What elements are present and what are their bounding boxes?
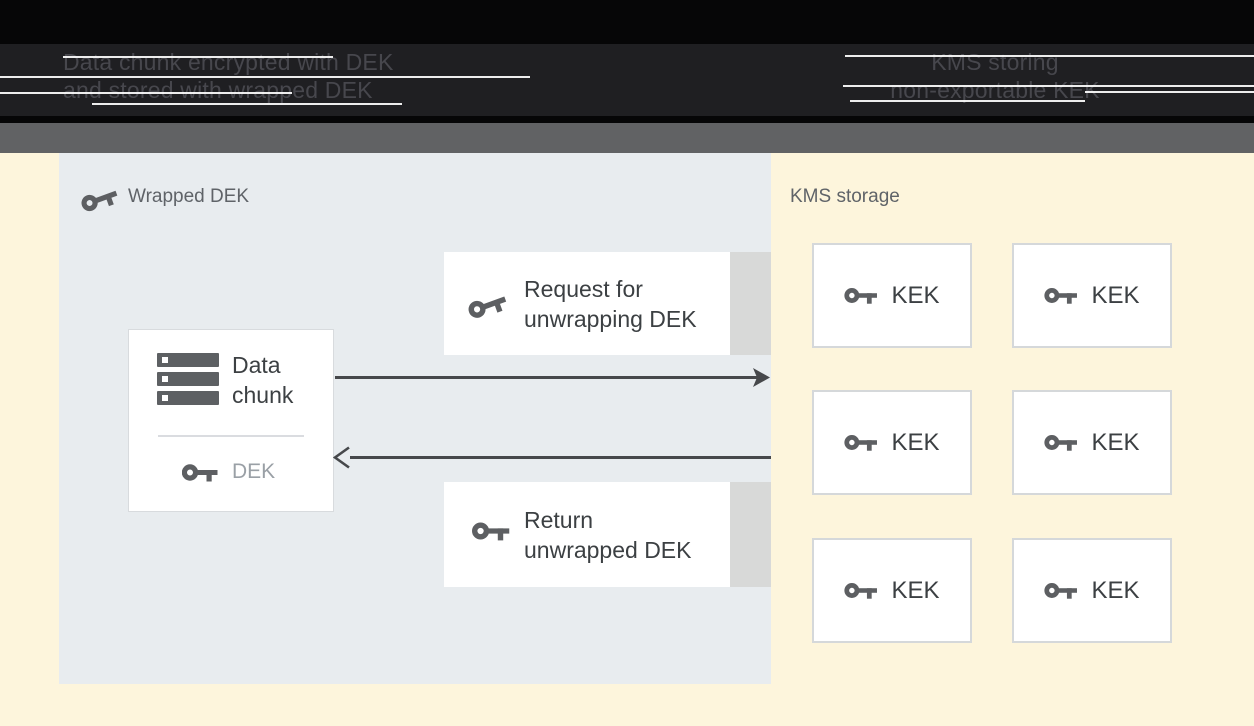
kek-box: KEK [812, 390, 972, 495]
caption-line: Data chunk encrypted with DEK [63, 49, 394, 75]
kek-label: KEK [1091, 428, 1140, 456]
return-unwrap-label: Return unwrapped DEK [524, 507, 692, 563]
box-divider [158, 435, 304, 437]
wrapped-dek-label: Wrapped DEK [128, 186, 250, 207]
key-icon [1044, 583, 1078, 599]
artifact-hairline [845, 55, 1254, 57]
kek-box: KEK [1012, 243, 1172, 348]
key-icon [1044, 288, 1078, 304]
key-icon [844, 583, 878, 599]
key-icon [181, 461, 218, 489]
artifact-hairline [63, 56, 333, 58]
return-unwrap-box: Return unwrapped DEK [444, 482, 730, 587]
wrapped-dek-panel: Wrapped DEK Data chunk [59, 153, 771, 684]
caption-line: and stored with wrapped DEK [63, 77, 373, 103]
tilted-key-icon [79, 176, 121, 221]
kek-box: KEK [812, 243, 972, 348]
gray-divider-band [0, 123, 1254, 153]
caption-data-chunk: Data chunk encrypted with DEK and stored… [63, 48, 394, 104]
data-chunk-box: Data chunk DEK [128, 329, 334, 512]
arrowhead-left-icon [332, 446, 351, 474]
kek-label: KEK [891, 428, 940, 456]
kek-label: KEK [891, 281, 940, 309]
box-side-strip [730, 482, 771, 587]
caption-line: KMS storing [931, 49, 1059, 75]
kek-box: KEK [1012, 538, 1172, 643]
return-arrow-line [350, 456, 771, 459]
kek-box: KEK [1012, 390, 1172, 495]
arrowhead-right-icon [753, 368, 771, 392]
artifact-hairline [92, 103, 402, 105]
kek-label: KEK [1091, 281, 1140, 309]
key-icon [1044, 435, 1078, 451]
server-stack-icon [157, 353, 219, 410]
artifact-hairline [0, 92, 292, 94]
artifact-hairline [850, 100, 1085, 102]
dek-label: DEK [232, 460, 276, 483]
key-icon [844, 288, 878, 304]
header-area: Data chunk encrypted with DEK and stored… [0, 0, 1254, 123]
kek-box: KEK [812, 538, 972, 643]
caption-line: non-exportable KEK [890, 77, 1100, 103]
kms-storage-label: KMS storage [790, 186, 900, 207]
caption-kms-storing: KMS storing non-exportable KEK [845, 48, 1145, 104]
data-chunk-label: Data chunk [232, 352, 294, 408]
artifact-hairline [843, 85, 1254, 87]
key-icon [472, 519, 510, 548]
request-arrow-line [335, 376, 759, 379]
kek-label: KEK [1091, 576, 1140, 604]
tilted-key-icon [466, 281, 510, 328]
request-unwrap-label: Request for unwrapping DEK [524, 276, 697, 332]
box-side-strip [730, 252, 771, 355]
key-icon [844, 435, 878, 451]
kek-label: KEK [891, 576, 940, 604]
artifact-hairline [0, 76, 530, 78]
artifact-hairline [1085, 91, 1254, 93]
request-unwrap-box: Request for unwrapping DEK [444, 252, 730, 355]
